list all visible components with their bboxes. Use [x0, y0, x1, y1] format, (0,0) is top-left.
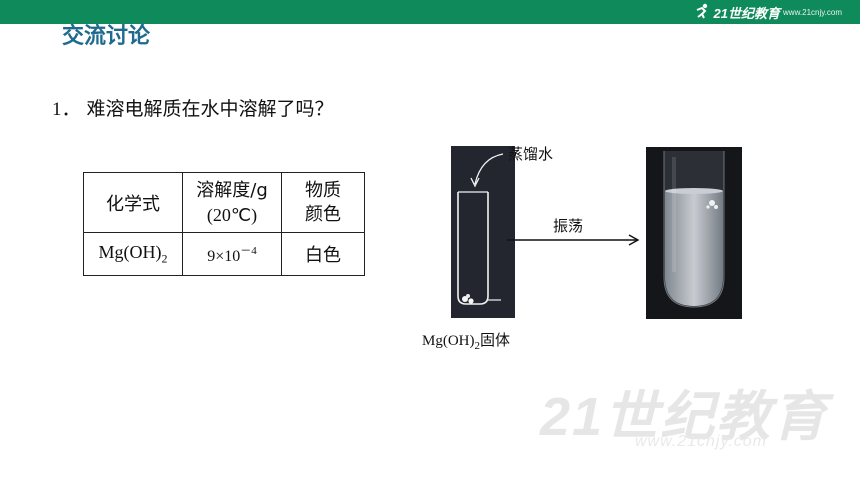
- header-color-line2: 颜色: [305, 203, 341, 225]
- header-solubility: 溶解度/g (20℃): [182, 172, 282, 233]
- cell-solubility: 9×10－4: [182, 232, 282, 276]
- top-bar: 21世纪教育 www.21cnjy.com: [0, 0, 860, 24]
- solubility-base: 9×10: [207, 248, 241, 265]
- label-solid-subscript: 2: [474, 340, 481, 352]
- brand-logo: 21世纪教育 www.21cnjy.com: [693, 2, 842, 22]
- question-text: 难溶电解质在水中溶解了吗？: [86, 98, 334, 120]
- label-solid-formula: Mg(OH): [422, 333, 475, 349]
- label-solid: Mg(OH)2固体: [422, 329, 510, 352]
- header-formula-label: 化学式: [106, 193, 160, 215]
- label-distilled-water: 蒸馏水: [508, 145, 554, 163]
- watermark-logo: 21世纪教育: [540, 387, 829, 447]
- header-color: 物质 颜色: [281, 172, 365, 233]
- formula-main: Mg(OH): [98, 241, 162, 262]
- shake-arrow-icon: [507, 234, 640, 246]
- header-solubility-line1: 溶解度/g: [196, 179, 268, 201]
- cell-formula: Mg(OH)2: [83, 232, 183, 276]
- watermark-url: www.21cnjy.com: [635, 433, 767, 450]
- test-tube-before-image: [451, 146, 515, 318]
- logo-text: 21世纪教育: [713, 5, 781, 21]
- runner-icon: [693, 3, 711, 22]
- header-color-line1: 物质: [305, 179, 341, 201]
- property-table: 化学式 溶解度/g (20℃) 物质 颜色 Mg(OH)2 9×10－4 白色: [83, 172, 365, 276]
- question: 1．难溶电解质在水中溶解了吗？: [52, 94, 334, 121]
- color-value: 白色: [305, 245, 341, 266]
- cell-color: 白色: [281, 232, 365, 276]
- label-solid-text: 固体: [480, 331, 511, 349]
- table-row: Mg(OH)2 9×10－4 白色: [83, 232, 365, 276]
- table-header-row: 化学式 溶解度/g (20℃) 物质 颜色: [83, 172, 365, 233]
- label-shake: 振荡: [553, 217, 584, 235]
- test-tube-after-image: [646, 147, 742, 319]
- slide-title: 交流讨论: [62, 24, 151, 49]
- question-number: 1．: [52, 99, 81, 120]
- header-solubility-line2: (20℃): [206, 204, 258, 225]
- formula-subscript: 2: [161, 251, 168, 266]
- header-formula: 化学式: [83, 172, 183, 233]
- solubility-exponent: －4: [240, 245, 257, 257]
- logo-url: www.21cnjy.com: [783, 7, 842, 17]
